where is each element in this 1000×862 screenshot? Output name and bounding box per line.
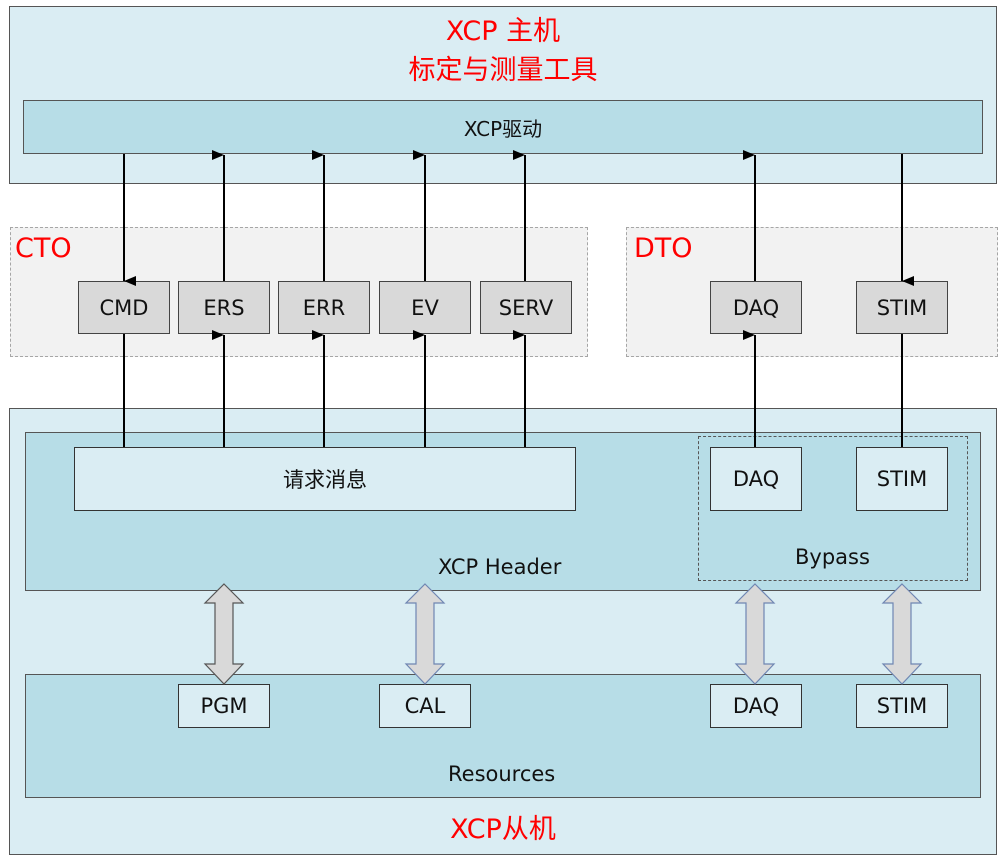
xcp-driver-box: XCP驱动 xyxy=(23,100,983,154)
cto-box-ers: ERS xyxy=(178,281,270,334)
bypass-region xyxy=(698,436,968,581)
resource-box-cal: CAL xyxy=(379,684,471,728)
master-title: XCP 主机 xyxy=(445,15,561,47)
request-message-box: 请求消息 xyxy=(74,447,576,511)
bypass-box-daq: DAQ xyxy=(710,447,802,511)
bypass-box-stim: STIM xyxy=(856,447,948,511)
resource-box-stim: STIM xyxy=(856,684,948,728)
bypass-label: Bypass xyxy=(795,545,870,569)
resource-box-daq: DAQ xyxy=(710,684,802,728)
resources-label: Resources xyxy=(448,762,556,786)
cto-label: CTO xyxy=(15,233,72,264)
dto-label: DTO xyxy=(634,233,693,264)
master-subtitle: 标定与测量工具 xyxy=(408,54,598,86)
xcp-master-panel xyxy=(9,6,997,184)
cto-box-err: ERR xyxy=(278,281,370,334)
cto-box-cmd: CMD xyxy=(78,281,170,334)
resource-box-pgm: PGM xyxy=(178,684,270,728)
cto-box-ev: EV xyxy=(379,281,471,334)
dto-box-stim: STIM xyxy=(856,281,948,334)
dto-box-daq: DAQ xyxy=(710,281,802,334)
slave-title: XCP从机 xyxy=(450,813,556,845)
xcp-header-label: XCP Header xyxy=(438,555,562,579)
cto-box-serv: SERV xyxy=(480,281,572,334)
